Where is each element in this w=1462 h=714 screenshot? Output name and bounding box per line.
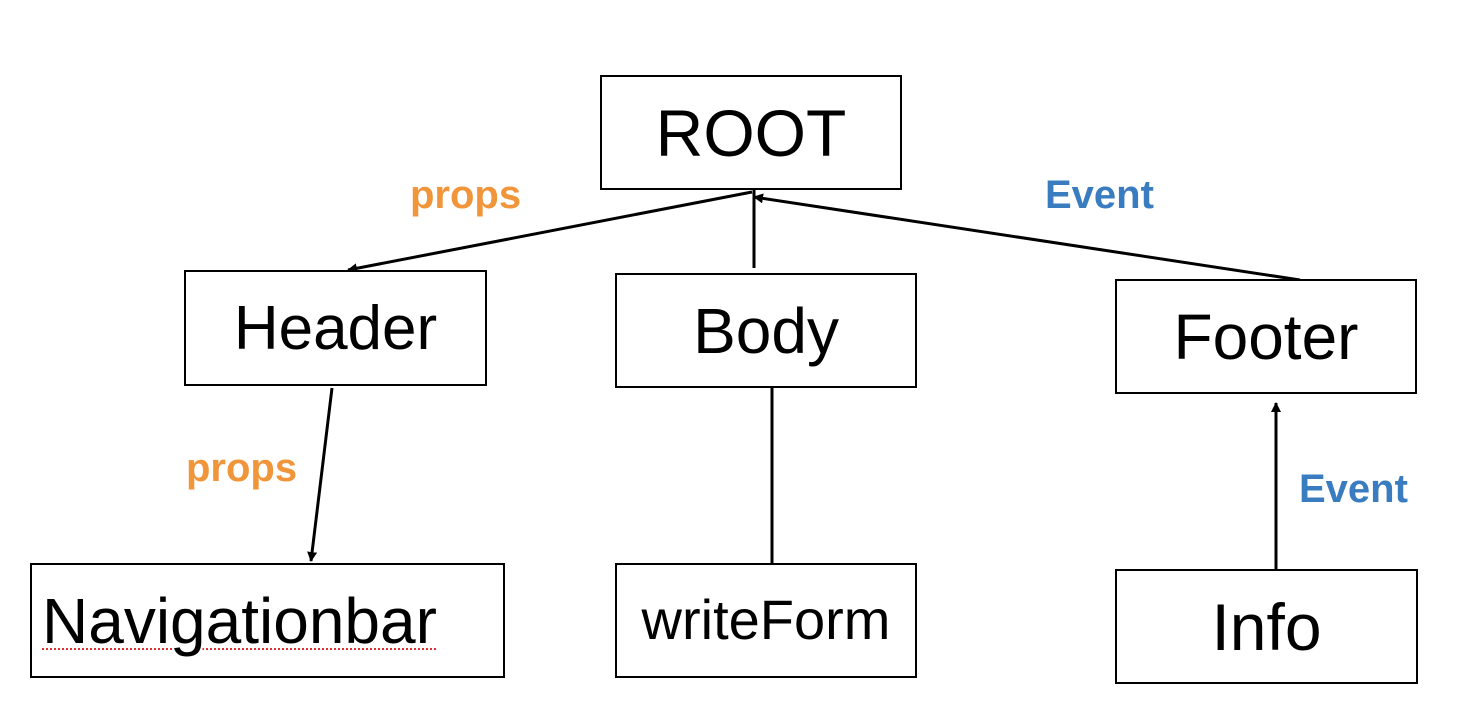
- node-root: ROOT: [600, 75, 902, 190]
- edge-root-to-header: [347, 190, 753, 274]
- node-body: Body: [615, 273, 917, 388]
- edge-header-to-navigationbar: [307, 387, 334, 562]
- edge-label-event-footer-root: Event: [1045, 173, 1154, 217]
- edge-label-event-info-footer: Event: [1299, 467, 1408, 511]
- node-info: Info: [1115, 569, 1418, 684]
- node-header-label: Header: [233, 293, 438, 363]
- node-header: Header: [184, 270, 487, 386]
- node-footer-label: Footer: [1173, 300, 1359, 373]
- node-writeform: writeForm: [615, 563, 917, 678]
- node-writeform-label: writeForm: [641, 588, 891, 651]
- node-navigationbar-label: Navigationbar: [42, 584, 437, 657]
- node-body-label: Body: [693, 294, 839, 367]
- edge-label-props-header-navigationbar: props: [186, 446, 298, 490]
- node-info-label: Info: [1211, 589, 1322, 664]
- node-navigationbar: Navigationbar: [30, 563, 505, 678]
- edge-footer-to-root: [753, 193, 1301, 282]
- node-footer: Footer: [1115, 279, 1417, 394]
- node-root-label: ROOT: [655, 95, 847, 170]
- edge-label-props-root-header: props: [410, 173, 522, 217]
